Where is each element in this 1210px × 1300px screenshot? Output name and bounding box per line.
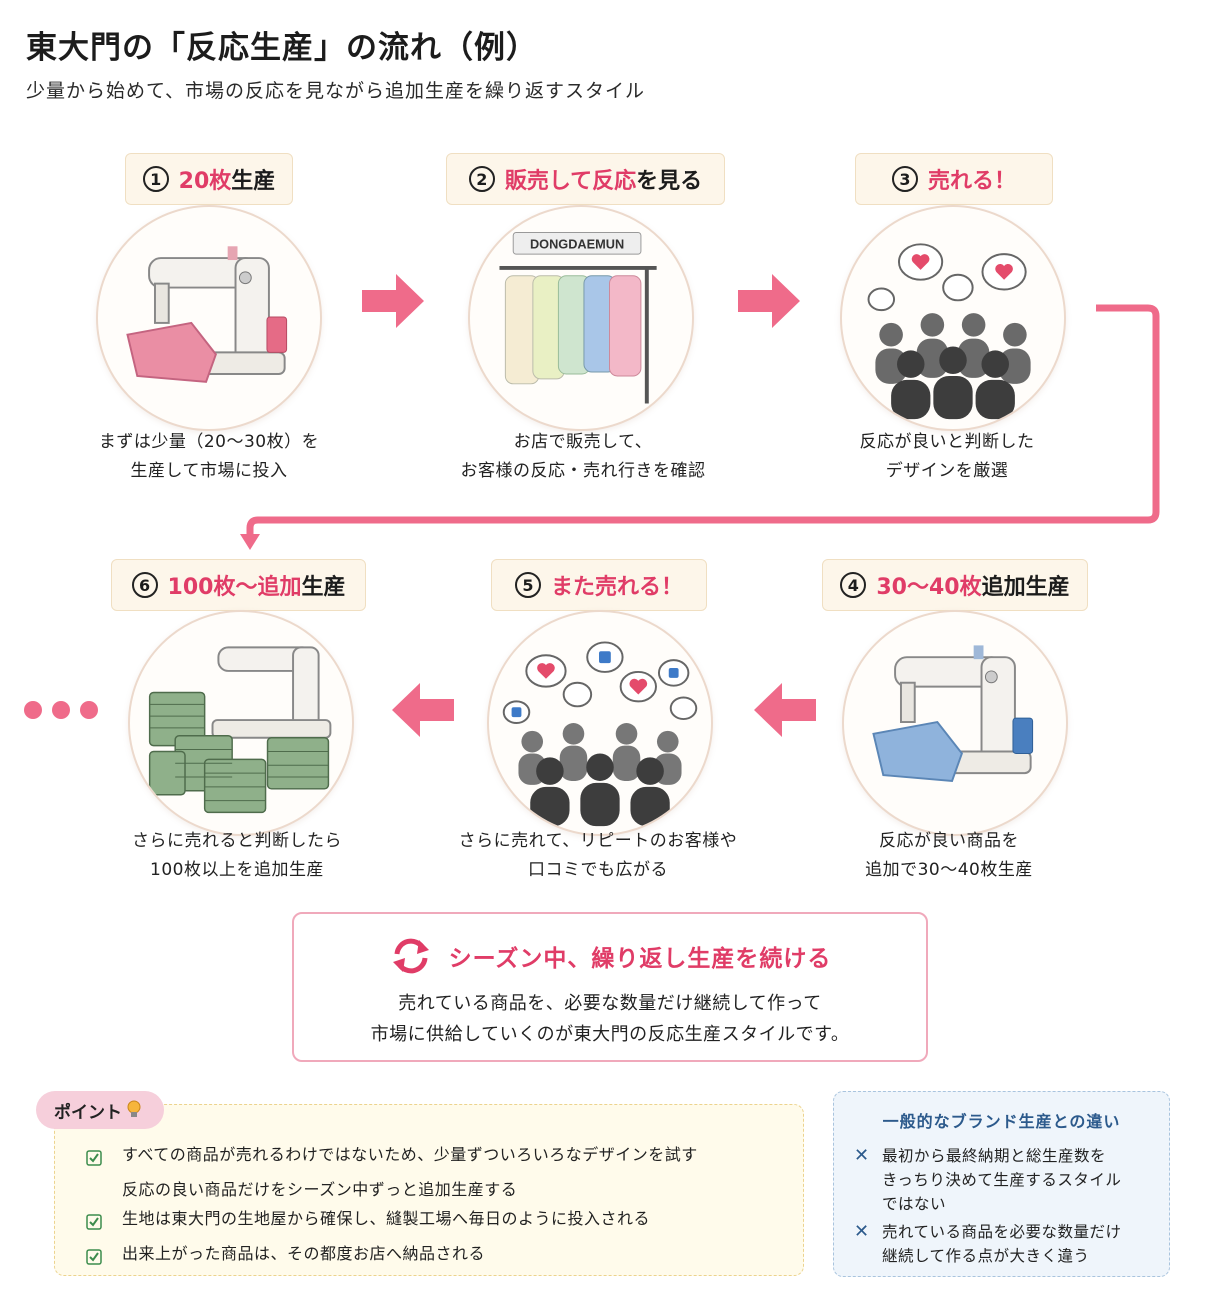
- difference-item: ✕ 最初から最終納期と総生産数を きっちり決めて生産するスタイル ではない: [854, 1144, 1159, 1216]
- step-number: 3: [891, 166, 918, 192]
- dot: [24, 701, 42, 719]
- point-text: 生地は東大門の生地屋から確保し、縫製工場へ毎日のように投入される: [122, 1209, 651, 1228]
- step-number: 6: [131, 572, 158, 598]
- step-1-description: まずは少量（20〜30枚）を 生産して市場に投入: [44, 428, 374, 486]
- dot: [52, 701, 70, 719]
- desc-line: 反応が良い商品を: [879, 831, 1019, 851]
- point-item: すべての商品が売れるわけではないため、少量ずついろいろなデザインを試す: [86, 1140, 698, 1175]
- step-number: 2: [468, 166, 495, 192]
- step-label-highlight: 20枚: [178, 169, 232, 194]
- page-title: 東大門の「反応生産」の流れ（例）: [26, 30, 538, 66]
- crowd-hearts-illustration: [840, 205, 1066, 431]
- points-list: すべての商品が売れるわけではないため、少量ずついろいろなデザインを試す 反応の良…: [86, 1140, 698, 1274]
- difference-line: 最初から最終納期と総生産数を: [882, 1147, 1107, 1165]
- step-5-label: 5 また売れる！: [491, 559, 707, 611]
- rack-sign: DONGDAEMUN: [530, 236, 624, 251]
- desc-line: さらに売れると判断したら: [132, 831, 342, 851]
- step-label-highlight: 売れる！: [927, 169, 1016, 194]
- arrow-right-icon: [362, 274, 424, 328]
- step-label-text: 生産: [301, 575, 346, 600]
- arrow-left-icon: [392, 683, 454, 737]
- desc-line: まずは少量（20〜30枚）を: [98, 432, 320, 452]
- checkbox-icon: [86, 1140, 122, 1175]
- desc-line: 反応が良いと判断した: [859, 432, 1035, 452]
- step-2-description: お店で販売して、 お客様の反応・売れ行きを確認: [418, 428, 748, 486]
- dot: [80, 701, 98, 719]
- clothes-rack-illustration: DONGDAEMUN: [468, 205, 694, 431]
- difference-line: きっちり決めて生産するスタイル: [882, 1171, 1122, 1189]
- step-label-highlight: 販売して反応: [504, 169, 637, 194]
- point-item: 生地は東大門の生地屋から確保し、縫製工場へ毎日のように投入される: [86, 1204, 698, 1239]
- stacked-garments-illustration: [128, 610, 354, 836]
- step-4-description: 反応が良い商品を 追加で30〜40枚生産: [784, 827, 1114, 885]
- points-tag-label: ポイント: [54, 1102, 122, 1123]
- step-label-highlight: また売れる！: [550, 575, 683, 600]
- step-5-description: さらに売れて、リピートのお客様や 口コミでも広がる: [433, 827, 763, 885]
- desc-line: お客様の反応・売れ行きを確認: [460, 461, 706, 481]
- checkbox-icon: [86, 1239, 122, 1274]
- step-label-text: 追加生産: [981, 575, 1070, 600]
- step-label-highlight: 100枚〜追加: [167, 575, 302, 600]
- continuation-dots: [24, 701, 98, 719]
- desc-line: 100枚以上を追加生産: [150, 860, 324, 880]
- step-label-text: を見る: [636, 169, 703, 194]
- point-text: 反応の良い商品だけをシーズン中ずっと追加生産する: [122, 1180, 518, 1199]
- page-subtitle: 少量から始めて、市場の反応を見ながら追加生産を繰り返すスタイル: [26, 80, 646, 102]
- step-6-label: 6 100枚〜追加 生産: [111, 559, 366, 611]
- difference-list: ✕ 最初から最終納期と総生産数を きっちり決めて生産するスタイル ではない ✕ …: [854, 1144, 1159, 1272]
- arrow-right-icon: [738, 274, 800, 328]
- sewing-machine-pink-illustration: [96, 205, 322, 431]
- point-text: すべての商品が売れるわけではないため、少量ずついろいろなデザインを試す: [122, 1145, 698, 1164]
- point-text: 出来上がった商品は、その都度お店へ納品される: [122, 1244, 486, 1263]
- desc-line: 口コミでも広がる: [528, 860, 668, 880]
- difference-item: ✕ 売れている商品を必要な数量だけ 継続して作る点が大きく違う: [854, 1220, 1159, 1268]
- desc-line: 追加で30〜40枚生産: [865, 860, 1033, 880]
- season-body: 売れている商品を、必要な数量だけ継続して作って 市場に供給していくのが東大門の反…: [294, 988, 926, 1050]
- step-6-description: さらに売れると判断したら 100枚以上を追加生産: [72, 827, 402, 885]
- desc-line: デザインを厳選: [885, 461, 1009, 481]
- desc-line: 生産して市場に投入: [130, 461, 288, 481]
- difference-line: ではない: [882, 1195, 947, 1213]
- point-item: 出来上がった商品は、その都度お店へ納品される: [86, 1239, 698, 1274]
- season-line: 売れている商品を、必要な数量だけ継続して作って: [398, 993, 822, 1014]
- points-tag: ポイント: [36, 1091, 164, 1129]
- step-3-label: 3 売れる！: [855, 153, 1053, 205]
- refresh-cycle-icon: [392, 938, 429, 974]
- connector-arrow: [240, 304, 1160, 550]
- desc-line: お店で販売して、: [513, 432, 653, 452]
- step-number: 5: [514, 572, 541, 598]
- difference-title: 一般的なブランド生産との違い: [882, 1112, 1121, 1131]
- points-box: [54, 1104, 804, 1276]
- difference-line: 売れている商品を必要な数量だけ: [882, 1223, 1122, 1241]
- checkbox-icon: [86, 1204, 122, 1239]
- arrow-left-icon: [754, 683, 816, 737]
- season-line: 市場に供給していくのが東大門の反応生産スタイルです。: [370, 1024, 850, 1045]
- step-number: 4: [840, 572, 867, 598]
- lightbulb-icon: [127, 1100, 141, 1117]
- desc-line: さらに売れて、リピートのお客様や: [458, 831, 738, 851]
- step-4-label: 4 30〜40枚 追加生産: [822, 559, 1088, 611]
- step-2-label: 2 販売して反応 を見る: [446, 153, 725, 205]
- step-1-label: 1 20枚 生産: [125, 153, 293, 205]
- cross-icon: ✕: [854, 1145, 870, 1166]
- cross-icon: ✕: [854, 1221, 870, 1242]
- step-label-highlight: 30〜40枚: [876, 575, 982, 600]
- difference-box: 一般的なブランド生産との違い ✕ 最初から最終納期と総生産数を きっちり決めて生…: [833, 1091, 1170, 1277]
- season-summary-box: シーズン中、繰り返し生産を続ける 売れている商品を、必要な数量だけ継続して作って…: [292, 912, 928, 1062]
- sewing-machine-blue-illustration: [842, 610, 1068, 836]
- step-3-description: 反応が良いと判断した デザインを厳選: [782, 428, 1112, 486]
- point-item: 反応の良い商品だけをシーズン中ずっと追加生産する: [86, 1175, 698, 1204]
- crowd-likes-illustration: [487, 610, 713, 836]
- step-label-text: 生産: [231, 169, 276, 194]
- difference-line: 継続して作る点が大きく違う: [882, 1247, 1090, 1265]
- season-heading: シーズン中、繰り返し生産を続ける: [294, 936, 926, 976]
- step-number: 1: [142, 166, 169, 192]
- season-title: シーズン中、繰り返し生産を続ける: [448, 946, 832, 972]
